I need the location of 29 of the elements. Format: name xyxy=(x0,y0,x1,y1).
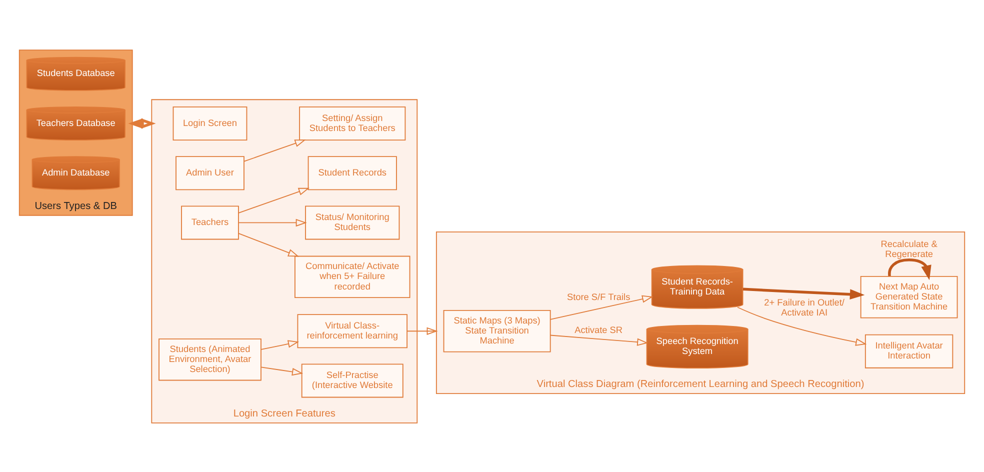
node-box: Students (Animated Environment, Avatar Selection) xyxy=(158,338,262,380)
edge-label: Store S/F Trails xyxy=(566,291,630,302)
node-box: Virtual Class- reinforcement learning xyxy=(297,314,408,348)
arrow xyxy=(238,187,310,213)
node-box: Next Map Auto Generated State Transition Machine xyxy=(860,276,958,318)
arrow xyxy=(244,139,306,162)
node-box: Admin User xyxy=(176,156,244,190)
edge-label: 2+ Failure in Outlet/ Activate IAI xyxy=(764,296,844,317)
arrow xyxy=(550,334,648,346)
arrow xyxy=(128,118,156,128)
node-box: Communicate/ Activate when 5+ Failure recorded xyxy=(294,255,410,298)
edge-label: Activate SR xyxy=(574,324,623,334)
node-box: Teachers xyxy=(181,205,239,240)
arrow xyxy=(550,294,654,320)
arrow xyxy=(260,340,300,350)
edge-label: Recalculate & Regenerate xyxy=(880,238,938,259)
node-box: Login Screen xyxy=(172,106,248,140)
arrow xyxy=(737,306,867,346)
node-box: Static Maps (3 Maps) State Transition Machine xyxy=(443,310,551,352)
node-box: Setting/ Assign Students to Teachers xyxy=(299,106,406,140)
node-box: Student Records xyxy=(308,156,397,190)
arrow xyxy=(260,366,304,376)
node-box: Intelligent Avatar Interaction xyxy=(864,334,954,368)
arrow xyxy=(406,326,438,334)
arrow xyxy=(742,287,865,299)
node-box: Status/ Monitoring Students xyxy=(305,205,400,240)
node-box: Self-Practise (Interactive Website xyxy=(301,363,404,398)
arrow xyxy=(238,218,307,226)
arrow xyxy=(238,232,300,256)
